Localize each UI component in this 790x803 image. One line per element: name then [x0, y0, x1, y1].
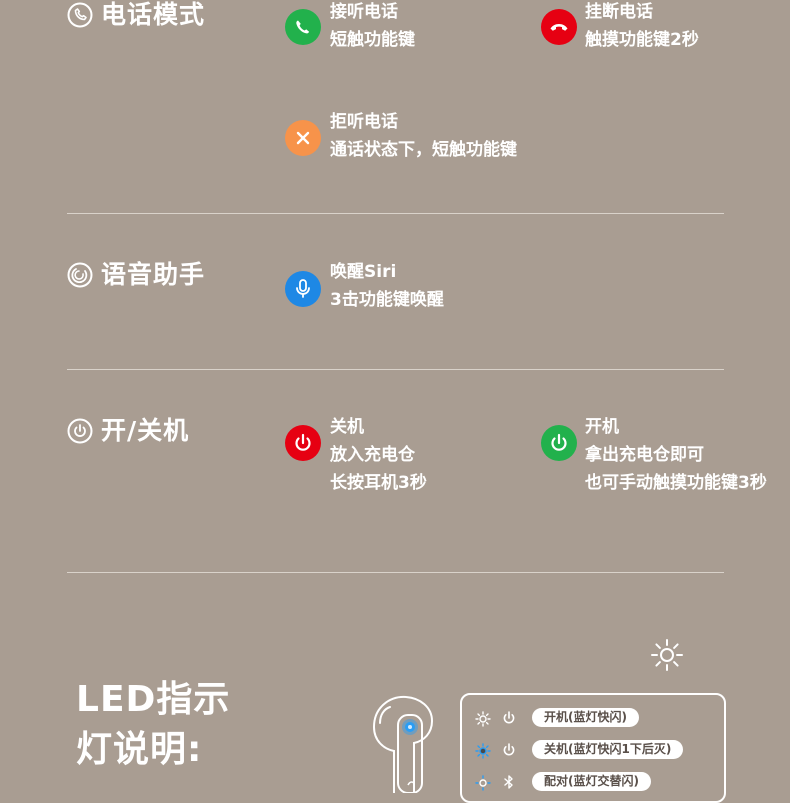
hang-up-label: 挂断电话 — [585, 2, 653, 22]
led-row-label-power-on: 开机(蓝灯快闪) — [532, 708, 639, 727]
led-title-line-1: LED指示 — [76, 679, 231, 720]
power-on-icon — [541, 425, 577, 461]
hang-up-icon — [541, 9, 577, 45]
phone-mode-icon — [67, 2, 93, 28]
section-divider — [67, 213, 724, 214]
power-off-desc-1: 放入充电仓 — [330, 445, 415, 465]
power-small-icon — [501, 710, 517, 726]
power-section-icon — [67, 418, 93, 444]
voice-assistant-icon — [67, 262, 93, 288]
reject-call-desc: 通话状态下，短触功能键 — [330, 140, 517, 160]
bluetooth-icon — [501, 774, 517, 790]
power-on-desc-1: 拿出充电仓即可 — [585, 445, 704, 465]
power-on-desc-2: 也可手动触摸功能键3秒 — [585, 473, 767, 493]
hang-up-desc: 触摸功能键2秒 — [585, 30, 699, 50]
power-section-title: 开/关机 — [101, 416, 190, 445]
led-light-icon — [475, 711, 491, 727]
wake-siri-desc: 3击功能键唤醒 — [330, 290, 444, 310]
answer-call-icon — [285, 9, 321, 45]
reject-call-icon — [285, 120, 321, 156]
led-row-label-pairing: 配对(蓝灯交替闪) — [532, 772, 651, 791]
microphone-icon — [285, 271, 321, 307]
led-light-icon — [475, 743, 491, 759]
wake-siri-label: 唤醒Siri — [330, 262, 397, 282]
voice-assistant-title: 语音助手 — [101, 260, 206, 289]
power-off-desc-2: 长按耳机3秒 — [330, 473, 427, 493]
power-on-label: 开机 — [585, 417, 619, 437]
reject-call-label: 拒听电话 — [330, 112, 398, 132]
power-off-label: 关机 — [330, 417, 364, 437]
answer-call-label: 接听电话 — [330, 2, 398, 22]
power-off-icon — [285, 425, 321, 461]
sun-icon — [650, 638, 684, 672]
led-title-line-2: 灯说明: — [76, 729, 203, 770]
led-row-label-power-off: 关机(蓝灯快闪1下后灭) — [532, 740, 684, 759]
phone-mode-title: 电话模式 — [101, 0, 206, 29]
answer-call-desc: 短触功能键 — [330, 30, 415, 50]
section-divider — [67, 369, 724, 370]
power-small-icon — [501, 742, 517, 758]
led-light-icon — [475, 775, 491, 791]
earbud-illustration — [368, 693, 438, 794]
section-divider — [67, 572, 724, 573]
